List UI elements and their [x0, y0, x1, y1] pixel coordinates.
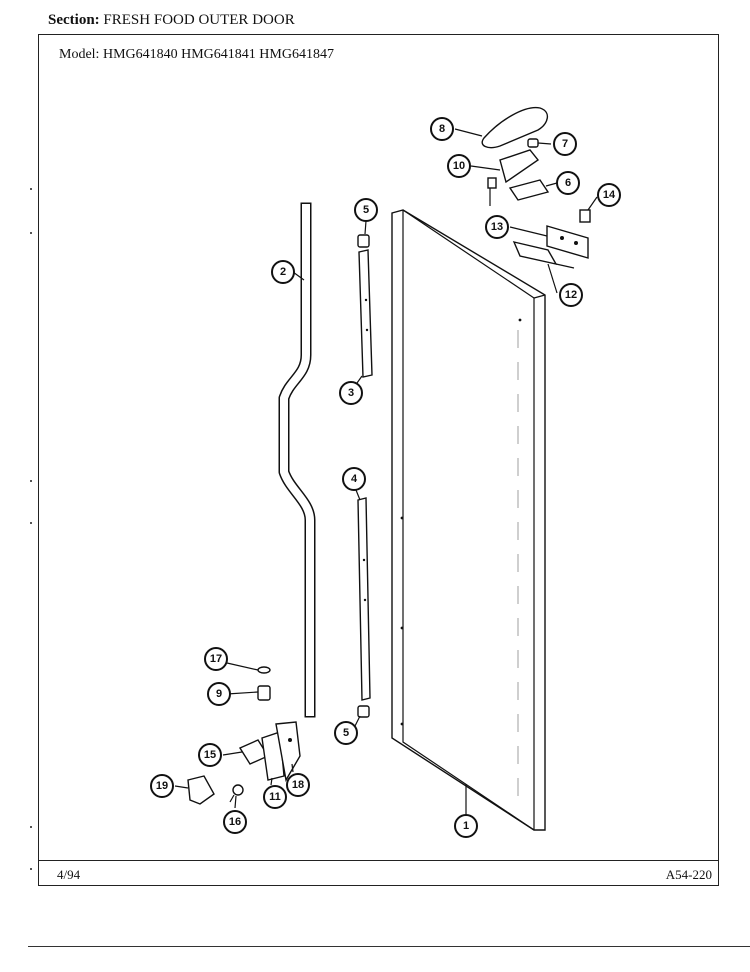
svg-text:14: 14	[603, 189, 616, 201]
section-header: Section: FRESH FOOD OUTER DOOR	[48, 12, 295, 29]
bottom-hinge	[238, 721, 301, 782]
closer-cam	[512, 241, 575, 269]
diagram-frame: Model: HMG641840 HMG641841 HMG641847 4/9…	[38, 34, 719, 886]
callout-3: 3	[339, 381, 363, 405]
margin-mark	[30, 868, 32, 870]
svg-text:9: 9	[216, 688, 222, 700]
callout-12: 12	[559, 283, 583, 307]
callout-18: 18	[286, 773, 310, 797]
svg-text:12: 12	[565, 289, 577, 301]
callout-6: 6	[556, 171, 580, 195]
callout-1: 1	[454, 814, 478, 838]
callout-5-upper: 5	[354, 198, 378, 222]
hinge-bracket	[546, 225, 589, 259]
svg-text:10: 10	[453, 160, 465, 172]
callout-13: 13	[485, 215, 509, 239]
footer-date: 4/94	[57, 867, 81, 882]
hinge-plug	[187, 775, 215, 805]
svg-text:3: 3	[348, 387, 354, 399]
upper-trim-strip	[358, 249, 373, 378]
lower-trim-strip	[357, 497, 371, 701]
svg-text:1: 1	[463, 820, 469, 832]
svg-text:18: 18	[292, 779, 304, 791]
model-numbers: HMG641840 HMG641841 HMG641847	[102, 47, 334, 62]
margin-mark	[30, 522, 32, 524]
svg-text:11: 11	[269, 791, 281, 803]
section-title: FRESH FOOD OUTER DOOR	[103, 12, 295, 28]
margin-mark	[30, 188, 32, 190]
bushing-washer	[257, 666, 271, 674]
callout-5-lower: 5	[334, 721, 358, 745]
svg-text:5: 5	[363, 204, 369, 216]
model-label: Model:	[59, 47, 100, 62]
svg-text:15: 15	[204, 749, 216, 761]
callout-16: 16	[223, 810, 247, 834]
svg-text:2: 2	[280, 266, 286, 278]
leader-lines	[174, 128, 598, 815]
callout-9: 9	[207, 682, 231, 706]
margin-mark	[30, 480, 32, 482]
svg-text:17: 17	[210, 653, 222, 665]
svg-text:5: 5	[343, 727, 349, 739]
footer-page-code: A54-220	[665, 867, 712, 882]
door-stop	[579, 209, 591, 223]
svg-text:4: 4	[351, 473, 358, 485]
callout-2: 2	[271, 260, 295, 284]
hinge-cover	[481, 106, 548, 149]
margin-mark	[30, 826, 32, 828]
svg-text:6: 6	[565, 177, 571, 189]
hinge-screw	[527, 138, 539, 148]
callout-19: 19	[150, 774, 174, 798]
door-handle	[278, 202, 316, 718]
callout-17: 17	[204, 647, 228, 671]
svg-text:8: 8	[439, 123, 445, 135]
callout-10: 10	[447, 154, 471, 178]
bottom-hinge-bushing	[257, 685, 271, 701]
trim-end-cap-upper	[357, 234, 370, 248]
svg-text:19: 19	[156, 780, 168, 792]
svg-text:13: 13	[491, 221, 503, 233]
callout-7: 7	[553, 132, 577, 156]
section-label: Section:	[48, 12, 100, 28]
svg-text:16: 16	[229, 816, 241, 828]
upper-hinge	[487, 149, 540, 206]
page-bottom-rule	[28, 946, 750, 947]
hinge-shim	[508, 179, 550, 201]
callout-4: 4	[342, 467, 366, 491]
model-line: Model: HMG641840 HMG641841 HMG641847	[59, 47, 334, 63]
trim-end-cap-lower	[357, 705, 370, 718]
callout-8: 8	[430, 117, 454, 141]
callout-11: 11	[263, 785, 287, 809]
margin-mark	[30, 232, 32, 234]
callout-15: 15	[198, 743, 222, 767]
door-panel	[391, 209, 546, 831]
callout-14: 14	[597, 183, 621, 207]
hinge-screw-lower	[229, 784, 244, 803]
svg-text:7: 7	[562, 138, 568, 150]
footer-divider	[39, 860, 718, 861]
